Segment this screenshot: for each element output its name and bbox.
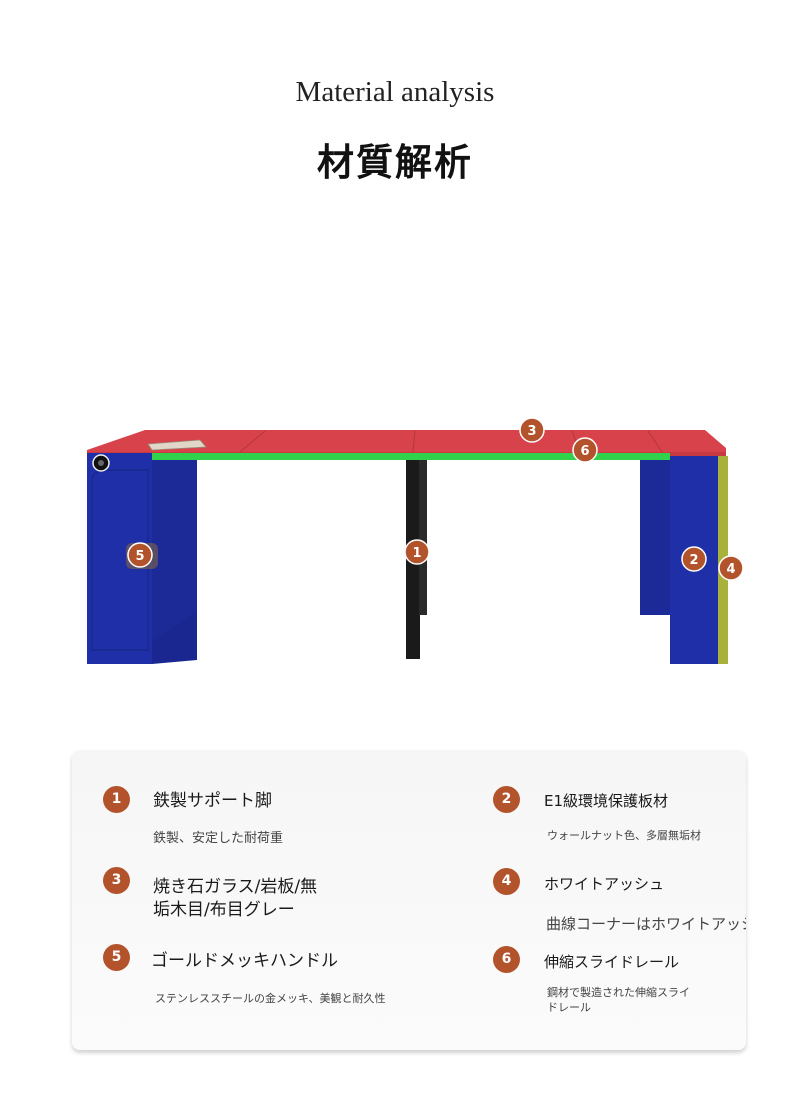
number-badge-4: 4 — [493, 868, 520, 895]
slide-rail — [150, 453, 670, 460]
tabletop — [87, 430, 726, 456]
material-name: ホワイトアッシュ — [544, 875, 665, 893]
material-description: ステンレススチールの金メッキ、美観と耐久性 — [155, 992, 386, 1005]
material-legend-card: 1 鉄製サポート脚 鉄製、安定した耐荷重 2 E1級環境保護板材 ウォールナット… — [72, 750, 746, 1050]
svg-text:1: 1 — [412, 546, 421, 561]
panel-seam — [412, 430, 416, 453]
material-name: 鉄製サポート脚 — [153, 791, 272, 811]
material-name-line2: 垢木目/布目グレー — [153, 900, 295, 920]
badge-1: 1 — [404, 539, 430, 565]
svg-text:6: 6 — [580, 444, 589, 459]
badge-4: 4 — [718, 555, 744, 581]
japanese-title: 材質解析 — [317, 141, 473, 184]
material-description: 曲線コーナーはホワイトアッシュ — [546, 916, 746, 932]
number-badge-3: 3 — [103, 867, 130, 894]
right-cabinet-back — [640, 460, 670, 615]
hatch-detail — [147, 439, 207, 451]
badge-6: 6 — [572, 437, 598, 463]
material-description: ウォールナット色、多層無垢材 — [547, 829, 701, 842]
svg-text:4: 4 — [726, 562, 735, 577]
panel-seam — [239, 430, 266, 453]
english-title: Material analysis — [295, 76, 495, 108]
table-illustration: 1 2 3 4 5 6 — [87, 417, 744, 664]
material-description-line2: ドレール — [547, 1001, 591, 1014]
badge-5: 5 — [127, 542, 153, 568]
material-name: 伸縮スライドレール — [544, 953, 680, 971]
number-badge-2: 2 — [493, 786, 520, 813]
left-cabinet-foot — [152, 612, 197, 664]
svg-text:5: 5 — [135, 549, 144, 564]
badge-2: 2 — [681, 546, 707, 572]
material-name: ゴールドメッキハンドル — [151, 951, 338, 971]
badge-3: 3 — [519, 417, 545, 443]
material-name: E1級環境保護板材 — [544, 792, 669, 810]
panel-seam — [647, 430, 663, 453]
number-badge-6: 6 — [493, 946, 520, 973]
material-description: 鉄製、安定した耐荷重 — [153, 831, 284, 846]
svg-text:2: 2 — [689, 553, 698, 568]
material-name-line1: 焼き石ガラス/岩板/無 — [153, 877, 318, 897]
number-badge-1: 1 — [103, 786, 130, 813]
material-description-line1: 鋼材で製造された伸縮スライ — [547, 986, 690, 999]
number-badge-5: 5 — [103, 944, 130, 971]
svg-text:3: 3 — [527, 424, 536, 439]
